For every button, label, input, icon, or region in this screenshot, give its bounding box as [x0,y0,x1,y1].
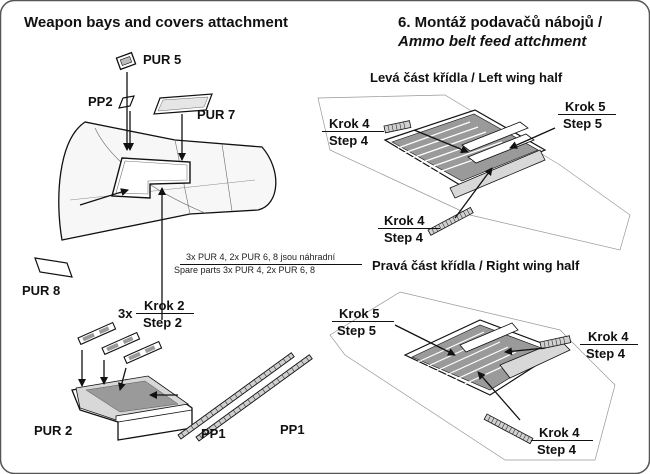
spare-parts-czech: 3x PUR 4, 2x PUR 6, 8 jsou náhradní [186,252,336,262]
step2-divider [136,313,194,314]
weapon-bays-title: Weapon bays and covers attachment [24,14,288,31]
pp2-label: PP2 [88,94,113,109]
left-wing-callout3-krok: Krok 4 [384,213,425,228]
left-wing-callout3-divider [378,228,440,229]
step2-krok: Krok 2 [144,298,185,313]
ammo-belt-segment-top-2 [427,206,474,236]
right-wing-callout3-krok: Krok 4 [539,425,580,440]
left-wing-callout2-krok: Krok 5 [565,99,606,114]
pur7-label: PUR 7 [197,107,236,122]
pur2-label: PUR 2 [34,423,73,438]
pp1-label-a: PP1 [201,426,226,441]
ammo-belt-segment-top-1 [383,120,412,134]
right-wing-heading: Pravá část křídla / Right wing half [372,258,580,273]
pur7-part-drawing [153,93,213,115]
pp1-label-b: PP1 [280,422,305,437]
ammo-belt-drawings [177,352,313,442]
gun-barrel-parts [77,321,163,365]
left-wing-callout1-step: Step 4 [329,133,369,148]
left-wing-callout1-krok: Krok 4 [329,116,370,131]
right-wing-callout3-step: Step 4 [537,442,577,457]
weapon-bay-box-drawing [71,375,193,441]
spare-parts-divider [180,264,362,265]
left-wing-callout3-step: Step 4 [384,230,424,245]
left-wing-heading: Levá část křídla / Left wing half [370,70,563,85]
right-wing-callout3-divider [531,440,593,441]
right-wing-callout2-step: Step 4 [586,346,626,361]
ammo-feed-title-english: Ammo belt feed attchment [398,33,587,50]
wing-panel-drawing [58,121,277,241]
step2-step: Step 2 [143,315,183,330]
right-wing-callout1-step: Step 5 [337,323,377,338]
right-wing-callout1-krok: Krok 5 [339,306,380,321]
right-wing-callout2-krok: Krok 4 [588,329,629,344]
pur8-part-drawing [34,257,73,278]
right-wing-callout2-divider [580,344,638,345]
right-wing-callout1-divider [332,321,394,322]
left-wing-callout2-divider [558,114,616,115]
right-wing-half-drawing [329,291,616,461]
pur8-label: PUR 8 [22,283,61,298]
left-wing-callout1-divider [322,131,384,132]
left-wing-arrows [413,127,556,219]
ammo-belt-segment-bottom-1 [539,335,572,350]
spare-parts-english: Spare parts 3x PUR 4, 2x PUR 6, 8 [174,265,316,275]
ammo-feed-title-czech: 6. Montáž podavačů nábojů / [398,14,603,31]
pur5-label: PUR 5 [143,52,182,67]
left-wing-callout2-step: Step 5 [563,116,603,131]
left-arrows [79,72,186,320]
right-wing-arrows [394,324,546,421]
pur5-part-drawing [115,51,137,71]
ammo-belt-segment-bottom-2 [483,413,534,445]
lower-left-arrows [78,350,178,399]
step2-multiplier: 3x [118,306,133,321]
